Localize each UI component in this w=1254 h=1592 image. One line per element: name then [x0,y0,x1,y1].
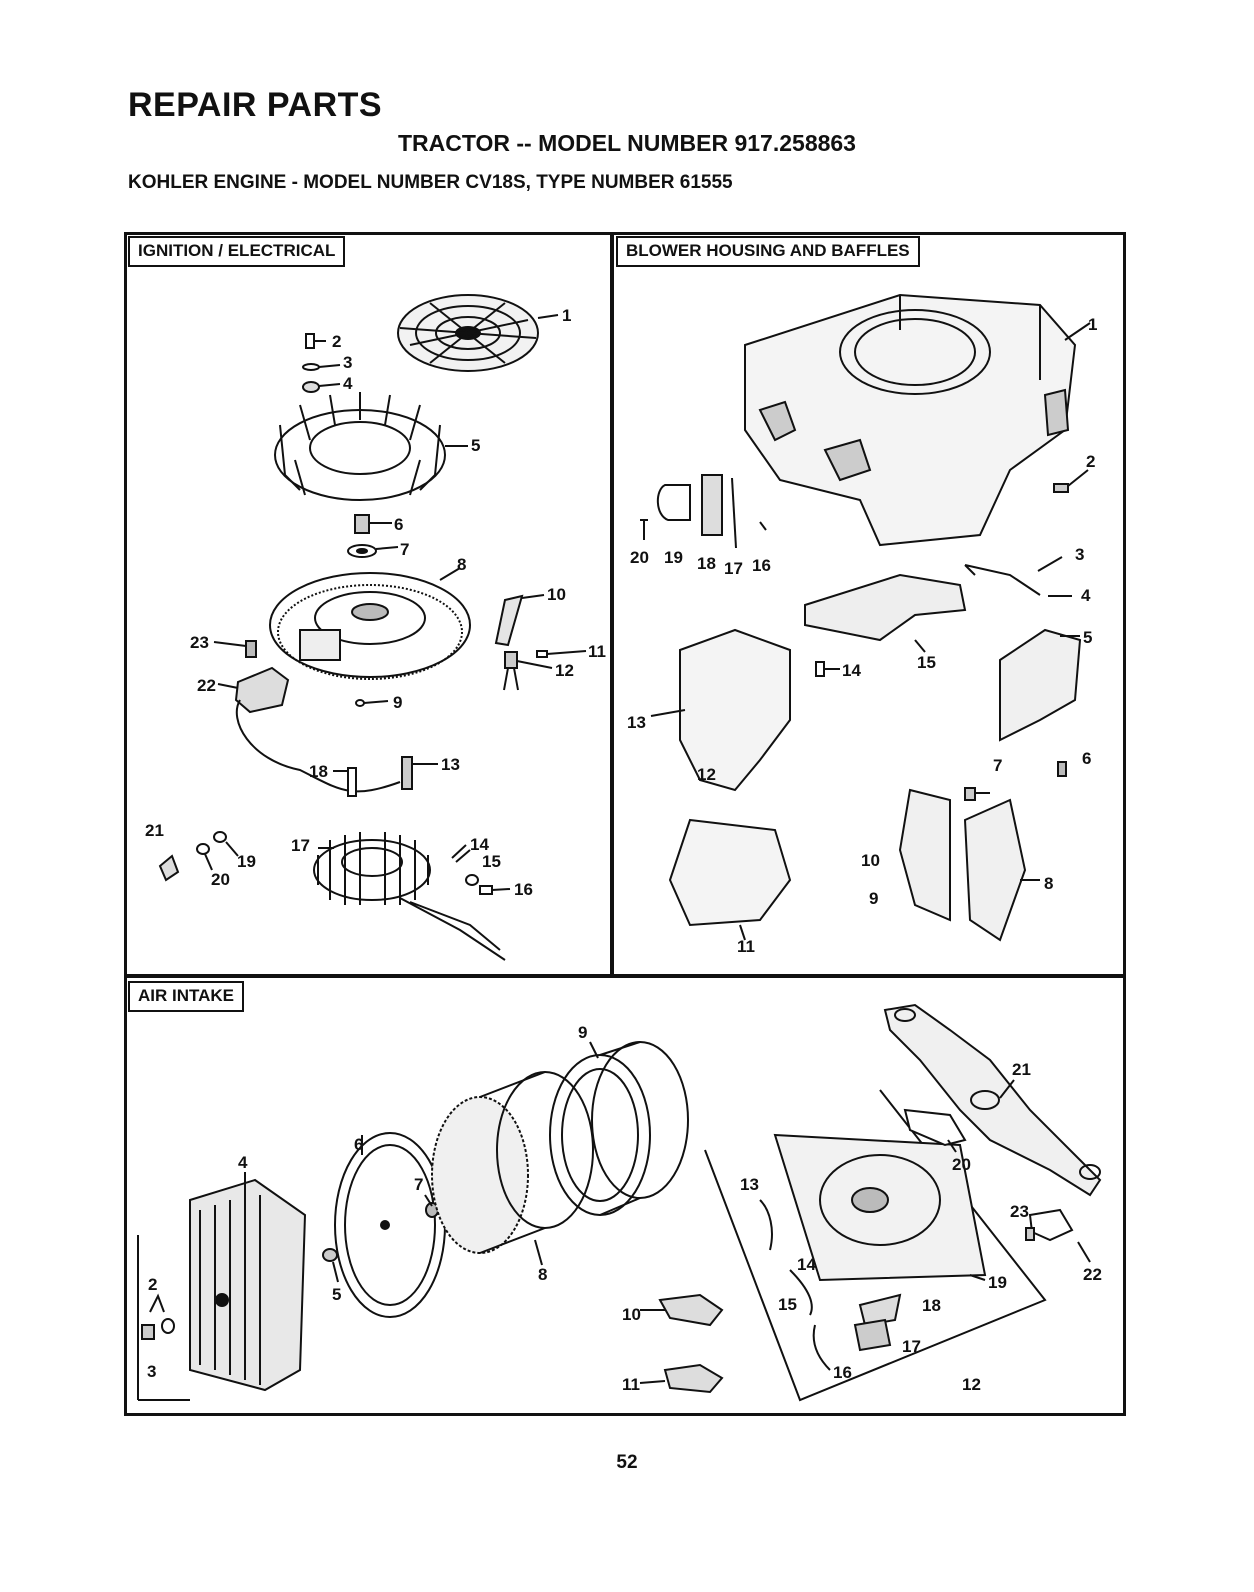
blower-callout-8: 8 [1044,874,1053,893]
air-callout-16: 16 [833,1363,852,1382]
page-number: 52 [616,1452,638,1473]
cover-knob-drawing [141,1248,339,1340]
blower-callout-4: 4 [1081,586,1091,605]
cooling-fan-drawing [274,392,468,501]
ignition-callout-3: 3 [343,353,352,372]
screw-washer-spacer-drawing [302,333,341,393]
blower-callout-9: 9 [869,889,878,908]
blower-callout-11: 11 [737,937,755,956]
diagram-frame [124,232,1126,1416]
ignition-callout-15: 15 [482,852,501,871]
ignition-callout-4: 4 [343,374,353,393]
ignition-callout-13: 13 [441,755,460,774]
blower-callout-15: 15 [917,653,936,672]
air-callout-20: 20 [952,1155,971,1174]
blower-callout-7: 7 [993,756,1002,775]
air-callout-8: 8 [538,1265,547,1284]
air-callout-18: 18 [922,1296,941,1315]
air-callout-4: 4 [238,1153,248,1172]
small-hardware-drawing [158,831,511,895]
ignition-callout-14: 14 [470,835,489,854]
blower-housing-drawing [744,293,1091,547]
air-callout-6: 6 [354,1135,363,1154]
air-callout-11: 11 [622,1375,640,1394]
blower-callout-20: 20 [630,548,649,567]
blower-callout-6: 6 [1082,749,1091,768]
ignition-callout-17: 17 [291,836,310,855]
intake-manifold-drawing [883,1003,1102,1263]
blower-callout-12: 12 [697,765,716,784]
flywheel-bolt-washer-drawing [347,514,399,558]
blower-callout-1: 1 [1088,315,1097,334]
ignition-callout-20: 20 [211,870,230,889]
precleaner-drawing [431,1071,594,1266]
air-callout-21: 21 [1012,1060,1031,1079]
air-cleaner-cover-drawing [137,1172,307,1401]
clip-bracket-drawing [640,474,767,549]
section-label-ignition: IGNITION / ELECTRICAL [128,236,346,267]
ignition-callout-8: 8 [457,555,466,574]
grass-screen-drawing [397,294,559,372]
base-plate-drawing [704,1089,1047,1402]
ignition-callout-5: 5 [471,436,480,455]
ignition-callout-19: 19 [237,852,256,871]
air-callout-9: 9 [578,1023,587,1042]
air-callout-22: 22 [1083,1265,1102,1284]
air-filter-element-drawing [549,1041,689,1216]
air-callout-13: 13 [740,1175,759,1194]
ignition-callout-18: 18 [309,762,328,781]
ignition-module-drawing [213,640,401,793]
air-callout-23: 23 [1010,1202,1029,1221]
blower-callout-10: 10 [861,851,880,870]
air-callout-10: 10 [622,1305,641,1324]
ignition-callout-9: 9 [393,693,402,712]
blower-callout-5: 5 [1083,628,1092,647]
air-callout-12: 12 [962,1375,981,1394]
air-callout-7: 7 [414,1175,423,1194]
blower-callout-14: 14 [842,661,861,680]
tractor-model-heading: TRACTOR -- MODEL NUMBER 917.258863 [398,130,856,156]
rectifier-drawing [494,594,587,691]
blower-callout-19: 19 [664,548,683,567]
ignition-callout-23: 23 [190,633,209,652]
section-label-air-intake: AIR INTAKE [128,981,245,1012]
ignition-callout-7: 7 [400,540,409,559]
section-label-blower: BLOWER HOUSING AND BAFFLES [616,236,920,267]
air-callout-2: 2 [148,1275,157,1294]
blower-callout-16: 16 [752,556,771,575]
air-callout-5: 5 [332,1285,341,1304]
blower-callout-18: 18 [697,554,716,573]
ignition-callout-1: 1 [562,306,571,325]
air-cleaner-base-plate-drawing [334,1132,446,1318]
panel-divider-horizontal [124,974,1126,978]
blower-callout-3: 3 [1075,545,1084,564]
blower-screw-drawing [1053,469,1089,493]
panel-divider-vertical [610,232,614,978]
ignition-callout-10: 10 [547,585,566,604]
page-title: REPAIR PARTS [128,86,383,124]
blower-callout-13: 13 [627,713,646,732]
flywheel-drawing [269,567,471,680]
engine-model-heading: KOHLER ENGINE - MODEL NUMBER CV18S, TYPE… [128,172,733,193]
ignition-callout-22: 22 [197,676,216,695]
baffle-bracket-drawing [804,556,1082,742]
spark-plug-lead-drawing [333,756,438,797]
air-callout-19: 19 [988,1273,1007,1292]
blower-callout-2: 2 [1086,452,1095,471]
air-callout-15: 15 [778,1295,797,1314]
ignition-callout-16: 16 [514,880,533,899]
stator-drawing [313,832,506,961]
ignition-callout-12: 12 [555,661,574,680]
breather-hose-drawing [639,1293,724,1394]
ignition-callout-2: 2 [332,332,341,351]
ignition-callout-21: 21 [145,821,164,840]
air-callout-17: 17 [902,1337,921,1356]
air-callout-14: 14 [797,1255,816,1274]
lower-baffle-drawing [650,628,1067,942]
ignition-callout-11: 11 [588,642,606,661]
blower-callout-17: 17 [724,559,743,578]
ignition-callout-6: 6 [394,515,403,534]
air-callout-3: 3 [147,1362,156,1381]
